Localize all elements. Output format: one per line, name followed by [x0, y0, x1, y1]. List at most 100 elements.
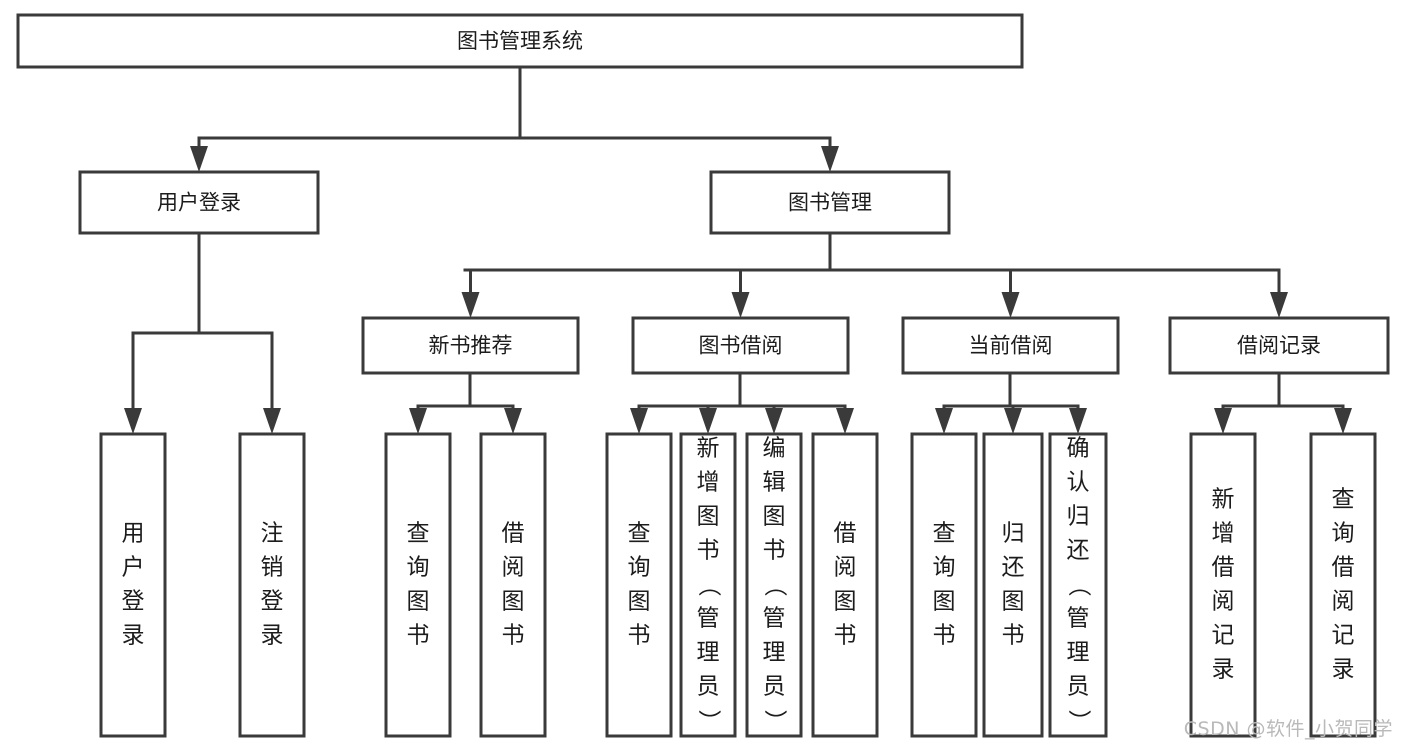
svg-text:新: 新	[1212, 487, 1235, 513]
svg-text:新: 新	[697, 436, 720, 462]
node-box-borrow-book[interactable]	[811, 432, 879, 738]
svg-text:员: 员	[697, 674, 720, 700]
svg-text:还: 还	[1002, 555, 1025, 581]
node-box-confirm-return-admin[interactable]	[1048, 432, 1108, 738]
node-layer: 图书管理系统用户登录图书管理新书推荐图书借阅当前借阅借阅记录用户登录注销登录查询…	[16, 13, 1390, 738]
svg-text:阅: 阅	[834, 555, 857, 581]
svg-text:书: 书	[1002, 623, 1025, 649]
node-box-user-login[interactable]	[78, 170, 320, 235]
node-book-borrow[interactable]: 图书借阅	[631, 316, 850, 375]
node-label-user-login: 用户登录	[157, 191, 241, 215]
node-box-current-borrow[interactable]	[901, 316, 1120, 375]
svg-text:销: 销	[261, 555, 284, 581]
svg-text:图: 图	[933, 589, 956, 615]
node-label-user-login: 用户登录	[122, 521, 145, 649]
arrow-head-icon-user-login-bus-0	[124, 408, 142, 434]
svg-text:（: （	[1066, 574, 1092, 597]
svg-text:管: 管	[697, 606, 720, 632]
node-box-new-book-recommend[interactable]	[361, 316, 580, 375]
node-box-book-management-system[interactable]	[16, 13, 1024, 69]
node-label-book-borrow: 图书借阅	[699, 334, 783, 358]
svg-text:图: 图	[628, 589, 651, 615]
node-box-logout[interactable]	[238, 432, 306, 738]
node-box-borrow-book[interactable]	[479, 432, 547, 738]
node-user-login[interactable]: 用户登录	[99, 432, 167, 738]
arrow-head-icon-book-mgmt-bus-0	[461, 292, 480, 318]
svg-text:查: 查	[1332, 487, 1355, 513]
node-borrow-record[interactable]: 借阅记录	[1168, 316, 1390, 375]
arrow-head-icon-borrow-bus-0	[630, 408, 648, 434]
connector-layer	[124, 65, 1352, 434]
svg-text:查: 查	[933, 521, 956, 547]
node-box-add-borrow-record[interactable]	[1189, 432, 1257, 738]
arrow-head-icon-new-book-bus-1	[504, 408, 522, 434]
svg-text:户: 户	[122, 555, 145, 581]
svg-text:书: 书	[502, 623, 525, 649]
svg-text:询: 询	[933, 555, 956, 581]
arrow-head-icon-current-bus-0	[935, 408, 953, 434]
svg-text:录: 录	[1212, 657, 1235, 683]
node-box-add-book-admin[interactable]	[679, 432, 737, 738]
svg-text:图: 图	[697, 504, 720, 530]
svg-text:登: 登	[122, 589, 145, 615]
svg-text:询: 询	[407, 555, 430, 581]
svg-text:认: 认	[1067, 470, 1090, 496]
node-box-user-login[interactable]	[99, 432, 167, 738]
svg-text:询: 询	[1332, 521, 1355, 547]
arrow-head-icon-borrow-bus-1	[699, 408, 717, 434]
svg-text:编: 编	[763, 436, 786, 462]
node-box-book-borrow[interactable]	[631, 316, 850, 375]
arrow-head-icon-borrow-bus-3	[836, 408, 854, 434]
node-book-management[interactable]: 图书管理	[709, 170, 951, 235]
node-box-query-book[interactable]	[605, 432, 673, 738]
node-label-current-borrow: 当前借阅	[969, 334, 1053, 358]
arrow-head-icon-user-login-bus-1	[263, 408, 281, 434]
arrow-head-icon-root-bus-0	[190, 146, 208, 172]
svg-text:理: 理	[697, 640, 720, 666]
arrow-head-icon-root-bus-1	[821, 146, 839, 172]
node-box-borrow-record[interactable]	[1168, 316, 1390, 375]
node-box-query-book[interactable]	[910, 432, 978, 738]
svg-text:增: 增	[1212, 521, 1235, 547]
node-box-book-management[interactable]	[709, 170, 951, 235]
node-box-return-book[interactable]	[982, 432, 1044, 738]
node-current-borrow[interactable]: 当前借阅	[901, 316, 1120, 375]
svg-text:登: 登	[261, 589, 284, 615]
arrow-head-icon-current-bus-1	[1004, 408, 1022, 434]
svg-text:（: （	[762, 574, 788, 597]
svg-text:辑: 辑	[763, 470, 786, 496]
svg-text:增: 增	[697, 470, 720, 496]
node-book-management-system[interactable]: 图书管理系统	[16, 13, 1024, 69]
svg-text:书: 书	[834, 623, 857, 649]
node-box-query-book[interactable]	[384, 432, 452, 738]
svg-text:（: （	[696, 574, 722, 597]
node-box-edit-book-admin[interactable]	[745, 432, 803, 738]
arrow-head-icon-book-mgmt-bus-1	[731, 292, 750, 318]
node-box-query-borrow-record[interactable]	[1309, 432, 1377, 738]
node-new-book-recommend[interactable]: 新书推荐	[361, 316, 580, 375]
node-user-login[interactable]: 用户登录	[78, 170, 320, 235]
csdn-watermark: CSDN @软件_小贺同学	[1183, 718, 1393, 740]
svg-text:图: 图	[1002, 589, 1025, 615]
arrow-head-icon-current-bus-2	[1069, 408, 1087, 434]
arrow-head-icon-book-mgmt-bus-3	[1270, 292, 1288, 318]
svg-text:注: 注	[261, 521, 284, 547]
